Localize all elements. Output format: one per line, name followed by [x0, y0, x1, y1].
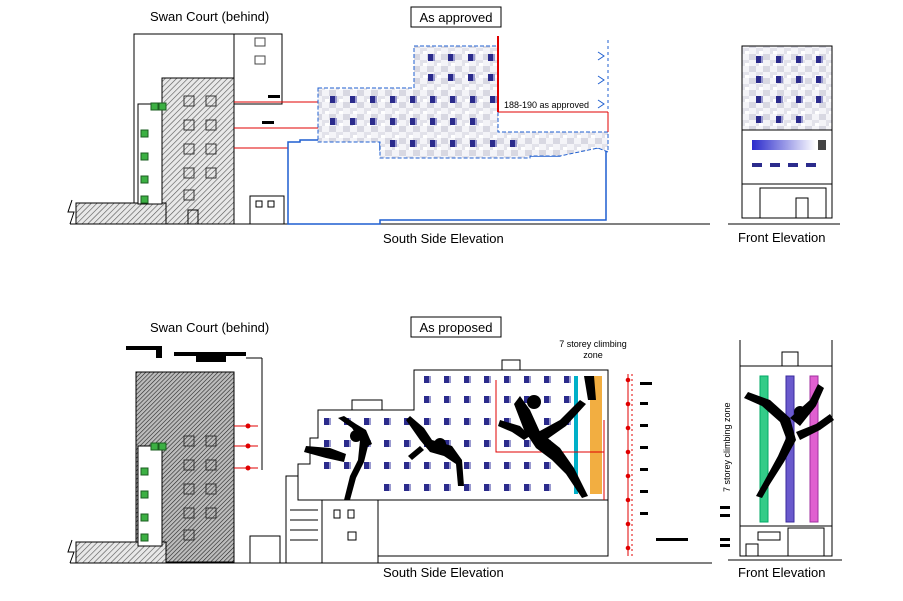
existing-building-approved	[161, 77, 235, 225]
front-tube-pink	[809, 375, 819, 523]
proposed-front-zone-label: 7 storey climbing zone	[722, 402, 732, 492]
approved-context-label: Swan Court (behind)	[150, 9, 269, 24]
climbing-zone-cyan	[574, 376, 578, 494]
proposed-scheme-box	[410, 316, 502, 338]
approved-front-elevation	[728, 45, 840, 225]
proposed-dimension-chain	[625, 374, 633, 556]
rear-hut-approved	[249, 195, 285, 225]
approved-scheme-box	[410, 6, 502, 28]
climber-figures	[304, 376, 596, 500]
approved-section	[67, 33, 840, 225]
climbing-zone-orange	[590, 376, 602, 494]
approved-mosaic-block	[317, 45, 609, 159]
approved-level-markers	[234, 95, 318, 149]
proposed-zone-label-line1: 7 storey climbing	[559, 339, 627, 349]
proposed-front-title: Front Elevation	[738, 565, 825, 580]
proposed-main-block	[297, 369, 609, 501]
approved-annotation: 188-190 as approved	[504, 100, 589, 110]
proposed-side-title: South Side Elevation	[383, 565, 504, 580]
approved-side-title: South Side Elevation	[383, 231, 504, 246]
proposed-zone-label-line2: zone	[583, 350, 603, 360]
green-glazing-proposed	[140, 442, 167, 542]
proposed-front-elevation	[720, 340, 842, 561]
approved-scheme-label: As approved	[420, 10, 493, 25]
proposed-section	[67, 340, 842, 564]
low-wing-approved	[75, 202, 167, 225]
swan-court-upper-approved	[233, 33, 283, 105]
green-glazing-approved	[140, 102, 167, 204]
approved-break-mark	[67, 199, 75, 225]
proposed-context-label: Swan Court (behind)	[150, 320, 269, 335]
front-tube-green	[759, 375, 769, 523]
approved-front-title: Front Elevation	[738, 230, 825, 245]
proposed-scheme-label: As proposed	[420, 320, 493, 335]
